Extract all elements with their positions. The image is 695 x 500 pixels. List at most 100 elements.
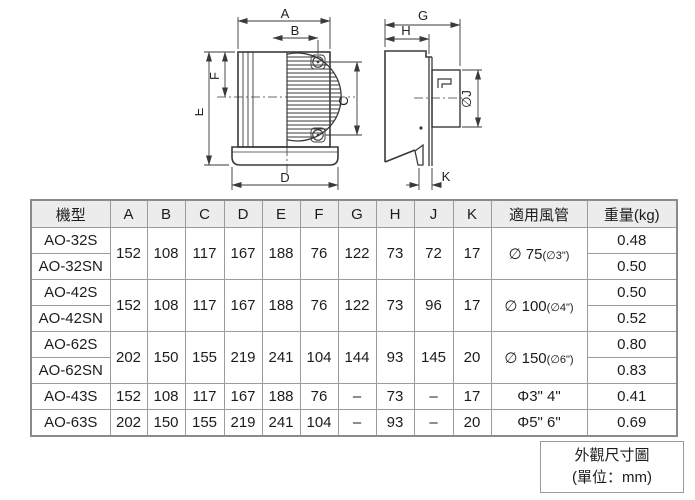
dim-c-cell: 117 (184, 279, 225, 332)
dim-label-a: A (281, 6, 290, 21)
table-row: AO-32SN 0.50 (30, 253, 678, 280)
header-f: F (299, 199, 339, 228)
model-cell: AO-42S (30, 279, 111, 306)
dim-a-cell: 152 (109, 279, 148, 332)
dim-e-cell: 188 (261, 383, 301, 410)
bottom-flap (414, 143, 424, 166)
table-row: AO-42S 152 108 117 167 188 76 122 73 96 … (30, 279, 678, 332)
dim-label-b: B (291, 23, 300, 38)
dim-label-h: H (401, 23, 410, 38)
header-h: H (375, 199, 415, 228)
dim-f-cell: 76 (299, 227, 339, 280)
duct-cell: Φ5" 6" (490, 409, 588, 437)
dim-g-cell: 144 (337, 331, 377, 384)
dim-f-cell: 104 (299, 331, 339, 384)
duct-clip (437, 78, 452, 88)
weight-cell: 0.80 (586, 331, 678, 358)
dim-a-cell: 152 (109, 227, 148, 280)
dim-j-cell: 72 (413, 227, 454, 280)
dim-b-cell: 108 (146, 227, 186, 280)
duct-cell: ∅ 150(∅6") (490, 331, 588, 384)
dim-e-cell: 188 (261, 279, 301, 332)
weight-cell: 0.50 (586, 279, 678, 306)
duct-stub (431, 69, 461, 128)
dim-d-cell: 219 (223, 331, 263, 384)
base-flange (231, 146, 339, 166)
dim-k-cell: 20 (452, 409, 492, 437)
header-j: J (413, 199, 454, 228)
dim-b-cell: 150 (146, 409, 186, 437)
dim-label-k: K (442, 169, 451, 184)
dim-e-cell: 241 (261, 331, 301, 384)
dim-label-c: C (336, 96, 351, 105)
drawing-note-box: 外觀尺寸圖 (單位：mm) (540, 441, 684, 493)
dim-k-cell: 20 (452, 331, 492, 384)
header-b: B (146, 199, 186, 228)
dim-k-cell: 17 (452, 279, 492, 332)
note-unit: (單位：mm) (572, 469, 652, 486)
dim-label-f: F (207, 72, 222, 80)
header-c: C (184, 199, 225, 228)
dim-e-cell: 241 (261, 409, 301, 437)
dim-a-cell: 202 (109, 331, 148, 384)
front-dimension-lines (204, 17, 362, 190)
table-row: AO-63S 202 150 155 219 241 104 – 93 – 20… (30, 409, 678, 437)
dim-e-cell: 188 (261, 227, 301, 280)
duct-cell: Φ3" 4" (490, 383, 588, 410)
center-lines (217, 96, 355, 175)
dim-a-cell: 202 (109, 409, 148, 437)
dimension-spec-table: 機型 A B C D E F G H J K 適用風管 重量(kg) AO-32… (30, 199, 678, 437)
header-d: D (223, 199, 263, 228)
dim-h-cell: 73 (375, 279, 415, 332)
dim-d-cell: 167 (223, 383, 263, 410)
dim-h-cell: 73 (375, 383, 415, 410)
weight-cell: 0.69 (586, 409, 678, 437)
note-title: 外觀尺寸圖 (574, 447, 650, 465)
dim-g-cell: – (337, 409, 377, 437)
weight-cell: 0.50 (586, 253, 678, 280)
dim-k-cell: 17 (452, 383, 492, 410)
side-body-outline (384, 50, 461, 166)
model-cell: AO-32S (30, 227, 111, 254)
dim-j-cell: – (413, 383, 454, 410)
dim-f-cell: 76 (299, 279, 339, 332)
dim-d-cell: 167 (223, 279, 263, 332)
weight-cell: 0.83 (586, 357, 678, 384)
header-g: G (337, 199, 377, 228)
dim-d-cell: 219 (223, 409, 263, 437)
dim-g-cell: – (337, 383, 377, 410)
dim-c-cell: 117 (184, 227, 225, 280)
header-k: K (452, 199, 492, 228)
dim-c-cell: 155 (184, 331, 225, 384)
dim-a-cell: 152 (109, 383, 148, 410)
dim-c-cell: 117 (184, 383, 225, 410)
header-model: 機型 (30, 199, 111, 228)
header-a: A (109, 199, 148, 228)
duct-cell: ∅ 75(∅3") (490, 227, 588, 280)
front-body-outline (231, 51, 342, 166)
weight-cell: 0.48 (586, 227, 678, 254)
model-cell: AO-63S (30, 409, 111, 437)
model-cell: AO-32SN (30, 253, 111, 280)
weight-cell: 0.52 (586, 305, 678, 332)
header-duct: 適用風管 (490, 199, 588, 228)
duct-cell: ∅ 100(∅4") (490, 279, 588, 332)
dim-h-cell: 93 (375, 409, 415, 437)
header-e: E (261, 199, 301, 228)
dim-f-cell: 76 (299, 383, 339, 410)
table-row: AO-42SN 0.52 (30, 305, 678, 332)
dim-label-j: ∅J (459, 90, 474, 108)
dim-label-e: E (195, 107, 206, 116)
dim-j-cell: – (413, 409, 454, 437)
dim-d-cell: 167 (223, 227, 263, 280)
side-dimension-lines (384, 19, 482, 190)
fan-side-view-drawing: G H ∅J K (384, 8, 482, 190)
pivot-dot (419, 126, 423, 130)
dim-j-cell: 145 (413, 331, 454, 384)
table-row: AO-62SN 0.83 (30, 357, 678, 384)
fan-front-view-drawing: A B C D E F (195, 6, 362, 190)
table-row: AO-43S 152 108 117 167 188 76 – 73 – 17 … (30, 383, 678, 410)
table-header-row: 機型 A B C D E F G H J K 適用風管 重量(kg) (30, 199, 678, 228)
table-row: AO-62S 202 150 155 219 241 104 144 93 14… (30, 331, 678, 384)
screw-bottom (310, 127, 326, 143)
